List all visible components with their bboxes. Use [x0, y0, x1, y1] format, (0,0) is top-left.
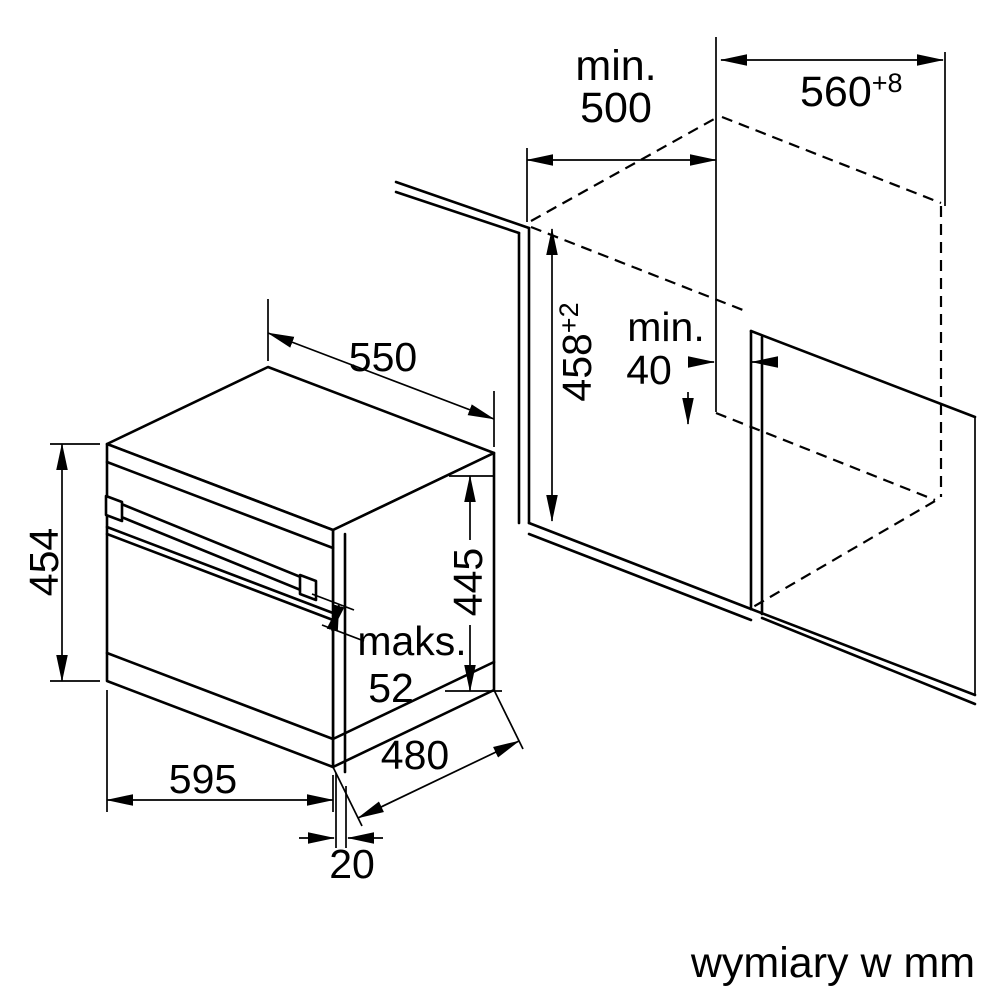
dimension-oven-depth-top: 550	[267, 299, 495, 447]
niche-drawing: min. 500 560+8 458+2 min. 40	[394, 37, 977, 706]
units-caption: wymiary w mm	[690, 939, 975, 987]
oven-depth-top-label: 550	[349, 334, 417, 380]
dimension-rear-gap: min. 40	[626, 304, 779, 425]
oven-front-height-label: 445	[445, 548, 491, 616]
dimension-niche-height: 458+2	[546, 228, 600, 522]
rear-gap-min-label: min.	[627, 304, 704, 350]
dimension-oven-height: 454	[21, 443, 100, 682]
oven-height-label: 454	[21, 528, 67, 596]
dimension-niche-depth: min. 500	[526, 42, 717, 166]
dimension-oven-front-height: 445	[445, 475, 502, 692]
oven-drawing: 454 550 445 maks. 52	[21, 299, 524, 887]
dimension-oven-depth-bottom: 480	[332, 689, 524, 827]
niche-depth-min-label: min.	[575, 42, 656, 90]
niche-depth-value: 500	[580, 84, 652, 132]
niche-hidden-edges	[530, 115, 943, 608]
dimension-handle-protrusion: maks. 52	[311, 593, 467, 711]
handle-protrusion-maks-label: maks.	[357, 618, 466, 664]
oven-width-label: 595	[169, 756, 237, 802]
oven-door-handle	[104, 494, 318, 602]
rear-gap-value: 40	[626, 347, 672, 393]
dimension-door-offset: 20	[299, 773, 383, 887]
niche-height-label: 458+2	[554, 302, 600, 401]
door-offset-label: 20	[329, 841, 375, 887]
niche-structure	[394, 180, 977, 706]
niche-width-label: 560+8	[800, 68, 903, 116]
dimension-niche-width: 560+8	[720, 54, 944, 116]
dimension-oven-width: 595	[106, 690, 334, 812]
oven-depth-bottom-label: 480	[381, 732, 449, 778]
handle-protrusion-value: 52	[368, 665, 414, 711]
oven-body	[105, 365, 496, 774]
